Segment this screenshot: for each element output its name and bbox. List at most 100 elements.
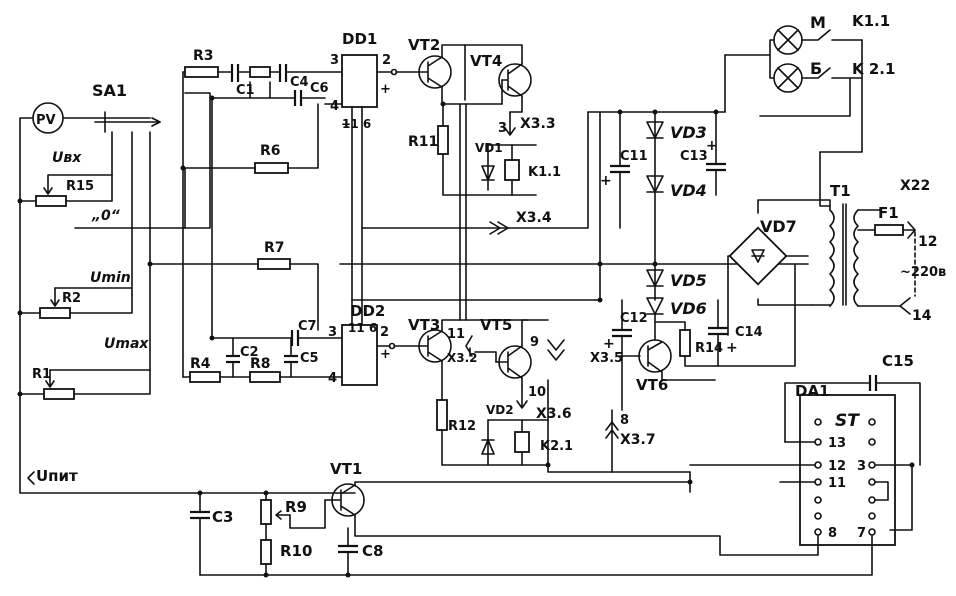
resistor-r10 bbox=[260, 539, 272, 565]
da1-pin8: 8 bbox=[828, 526, 837, 541]
label-r3: R3 bbox=[193, 48, 214, 64]
label-r8: R8 bbox=[250, 356, 271, 372]
label-pin11: 11 bbox=[447, 327, 465, 342]
label-c11: C11 bbox=[620, 149, 648, 164]
resistor-r7 bbox=[257, 258, 291, 270]
label-x22: X22 bbox=[900, 178, 930, 194]
da1-pin12: 12 bbox=[828, 459, 846, 474]
label-r7: R7 bbox=[264, 240, 285, 256]
chip-dd1 bbox=[341, 54, 378, 108]
driver-k2-section: VT3 11 X3.2 R12 VT5 9 10 X3.6 VD2 K2.1 bbox=[393, 316, 573, 466]
label-r10: R10 bbox=[280, 542, 312, 560]
label-zero: „0“ bbox=[91, 208, 121, 224]
label-x35: X3.5 bbox=[590, 351, 623, 366]
label-c14: C14 bbox=[735, 325, 763, 340]
label-t1: T1 bbox=[830, 182, 851, 200]
label-x32: X3.2 bbox=[447, 351, 478, 365]
label-sa1: SA1 bbox=[92, 81, 127, 100]
label-r4: R4 bbox=[190, 356, 211, 372]
label-x34: X3.4 bbox=[516, 210, 552, 226]
resistor-r15 bbox=[35, 195, 67, 207]
dd2-pin4: 4 bbox=[328, 371, 337, 386]
transistor-vt4 bbox=[498, 63, 532, 97]
label-220: ~220в bbox=[900, 265, 946, 280]
comparator-dd1-section: R3 C1 C4 C6 DD1 3 2 4 + 11 6 + R6 bbox=[182, 30, 398, 336]
label-vd5: VD5 bbox=[670, 271, 707, 290]
dd2-plus: + bbox=[380, 347, 391, 362]
da1-pin3: 3 bbox=[857, 459, 866, 474]
resistor-r9 bbox=[260, 499, 272, 525]
dd1-pin4: 4 bbox=[330, 99, 339, 114]
label-vt5: VT5 bbox=[480, 316, 512, 334]
lamps-section: M Б K1.1 K 2.1 bbox=[724, 12, 895, 153]
dd2-pin2: 2 bbox=[380, 325, 389, 340]
label-b: Б bbox=[810, 59, 822, 78]
label-c6: C6 bbox=[310, 81, 329, 96]
label-pv: PV bbox=[36, 113, 56, 128]
label-x33pin: 3 bbox=[498, 121, 507, 136]
label-upit: Uпит bbox=[36, 467, 78, 485]
resistor-r14 bbox=[679, 329, 691, 357]
label-pin9: 9 bbox=[530, 335, 539, 350]
transformer-section: VD7 T1 F1 X22 12 ~220в 14 bbox=[727, 151, 946, 336]
dd1-pins-11-6: 11 6 bbox=[342, 117, 371, 131]
label-c1: C1 bbox=[236, 83, 255, 98]
junctions bbox=[209, 95, 719, 485]
label-k21: K2.1 bbox=[540, 439, 573, 454]
label-c15: C15 bbox=[882, 352, 914, 370]
label-vt1: VT1 bbox=[330, 460, 362, 478]
label-x37: X3.7 bbox=[620, 432, 656, 448]
label-vt3: VT3 bbox=[408, 316, 440, 334]
dd2-pins-11-6: 11 6 bbox=[348, 321, 377, 335]
regulator-section: DA1 ST 13 12 11 8 7 3 C15 VT1 bbox=[190, 352, 921, 578]
label-x33: X3.3 bbox=[520, 116, 556, 132]
label-c5: C5 bbox=[300, 351, 319, 366]
resistor-r6 bbox=[254, 162, 289, 174]
power-supply-section: C11 + VD3 VD4 C13 + VD5 VD6 C12 X3.5 + V… bbox=[339, 111, 809, 473]
da1-pin13: 13 bbox=[828, 436, 846, 451]
label-c3: C3 bbox=[212, 508, 233, 526]
label-vd4: VD4 bbox=[670, 181, 707, 200]
label-r1: R1 bbox=[32, 367, 51, 382]
svg-text:+: + bbox=[600, 173, 612, 189]
fuse-f1 bbox=[874, 224, 904, 236]
label-pin8: 8 bbox=[620, 413, 629, 428]
svg-text:+: + bbox=[341, 117, 351, 131]
label-ubx: Uвx bbox=[52, 150, 82, 166]
label-umin: Umin bbox=[90, 270, 131, 286]
relay-k21-coil bbox=[514, 431, 530, 453]
da1-pin7: 7 bbox=[857, 526, 866, 541]
label-umax: Umax bbox=[104, 336, 149, 352]
label-f1: F1 bbox=[878, 204, 899, 222]
comparator-dd2-section: R7 C7 R4 C2 R8 C5 DD2 3 2 4 + 11 6 bbox=[147, 71, 601, 386]
label-da1: DA1 bbox=[795, 382, 830, 400]
svg-text:+: + bbox=[706, 138, 718, 154]
label-vd1: VD1 bbox=[475, 141, 503, 155]
label-x36: X3.6 bbox=[536, 406, 572, 422]
label-pin10: 10 bbox=[528, 385, 546, 400]
resistor-r2 bbox=[39, 307, 71, 319]
label-vd7: VD7 bbox=[760, 217, 797, 236]
label-st: ST bbox=[835, 411, 860, 431]
label-vd3: VD3 bbox=[670, 123, 707, 142]
dd2-pin3: 3 bbox=[328, 325, 337, 340]
label-c12: C12 bbox=[620, 311, 648, 326]
svg-text:+: + bbox=[603, 336, 615, 352]
label-c4: C4 bbox=[290, 75, 309, 90]
label-k21a: K 2.1 bbox=[852, 60, 895, 78]
label-r12: R12 bbox=[448, 419, 476, 434]
label-c7: C7 bbox=[298, 319, 317, 334]
da1-pin11: 11 bbox=[828, 476, 846, 491]
label-c2: C2 bbox=[240, 345, 259, 360]
label-k11a: K1.1 bbox=[852, 12, 890, 30]
label-r14: R14 bbox=[695, 341, 723, 356]
input-section: PV SA1 Uвx R15 „0“ Umin R2 Umax R1 bbox=[17, 81, 356, 494]
label-vd2: VD2 bbox=[486, 403, 514, 417]
label-dd1: DD1 bbox=[342, 30, 377, 48]
label-r11: R11 bbox=[408, 134, 438, 150]
label-pin14: 14 bbox=[912, 308, 932, 324]
resistor-r4 bbox=[189, 371, 221, 383]
resistor-r11 bbox=[437, 125, 449, 155]
resistor-r1 bbox=[43, 388, 75, 400]
